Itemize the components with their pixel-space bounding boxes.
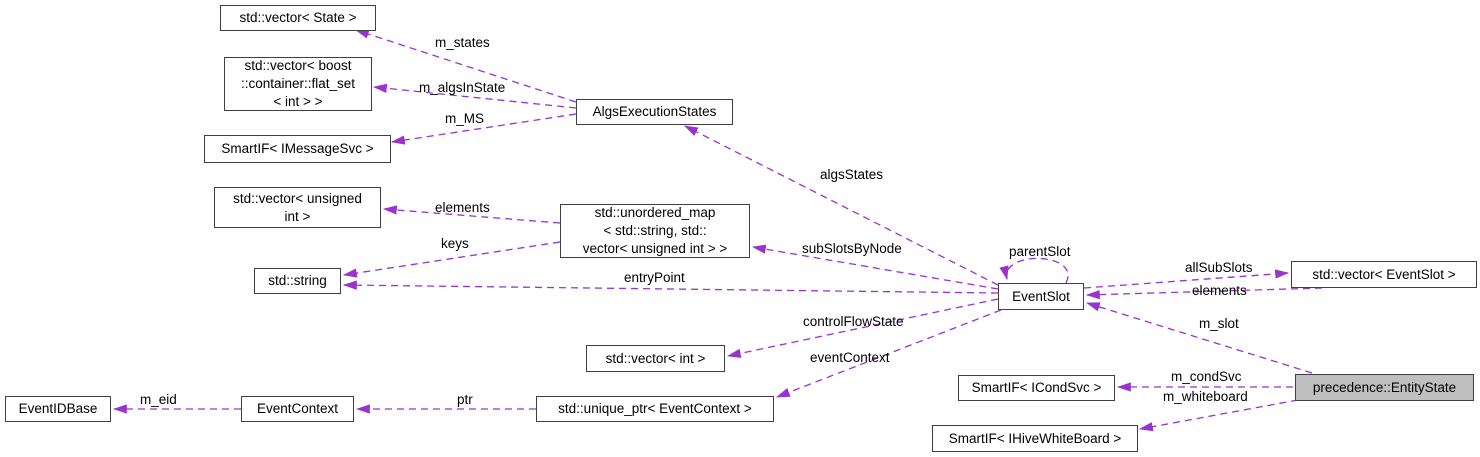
node-label: < int > > xyxy=(273,94,323,109)
node-label: vector< unsigned int > > xyxy=(582,241,728,256)
edge-keys xyxy=(342,241,561,278)
edge-label-ptr: ptr xyxy=(457,392,473,407)
edge-label-parentslot: parentSlot xyxy=(1009,244,1071,259)
edge-m-whiteboard xyxy=(1138,399,1299,432)
node-std-vector-state[interactable]: std::vector< State > xyxy=(220,5,376,31)
node-label: SmartIF< IMessageSvc > xyxy=(221,141,374,156)
edge-label-algsstates: algsStates xyxy=(820,167,884,182)
node-label: std::vector< int > xyxy=(605,350,706,366)
edge-allsubslots xyxy=(1083,269,1290,289)
node-event-id-base[interactable]: EventIDBase xyxy=(5,396,111,422)
edge-label-keys: keys xyxy=(441,236,469,251)
node-label: int > xyxy=(284,208,311,224)
node-label: std::vector< unsigned xyxy=(233,190,362,206)
node-std-string[interactable]: std::string xyxy=(254,268,341,294)
node-std-unique-ptr-event-context[interactable]: std::unique_ptr< EventContext > xyxy=(536,396,774,422)
edge-eventcontext xyxy=(775,309,1002,398)
node-label: EventIDBase xyxy=(18,401,98,416)
node-label: std::vector< boost xyxy=(244,58,352,73)
edge-label-entrypoint: entryPoint xyxy=(624,270,685,285)
edge-m-slot xyxy=(1085,302,1313,374)
edge-m-states xyxy=(354,29,577,103)
node-label: ::container::flat_set xyxy=(240,76,356,91)
edge-elements-right xyxy=(1085,287,1323,300)
edge-label-allsubslots: allSubSlots xyxy=(1185,260,1253,275)
node-precedence-entity-state: precedence::EntityState xyxy=(1295,374,1474,401)
node-std-vector-flat-set[interactable]: std::vector< boost ::container::flat_set… xyxy=(224,57,372,111)
node-label: < std::string, std:: xyxy=(603,223,707,238)
node-label: SmartIF< ICondSvc > xyxy=(971,380,1102,395)
node-label: AlgsExecutionStates xyxy=(592,104,717,119)
node-std-vector-unsigned-int[interactable]: std::vector< unsigned int > xyxy=(214,187,381,228)
node-smartif-ihive-whiteboard[interactable]: SmartIF< IHiveWhiteBoard > xyxy=(932,425,1138,452)
edge-algsstates xyxy=(683,125,999,286)
edge-label-controlflowstate: controlFlowState xyxy=(803,314,904,329)
node-event-slot[interactable]: EventSlot xyxy=(998,283,1084,310)
edge-label-m-whiteboard: m_whiteboard xyxy=(1163,389,1248,404)
node-smartif-icondsvc[interactable]: SmartIF< ICondSvc > xyxy=(958,375,1115,401)
node-std-vector-event-slot[interactable]: std::vector< EventSlot > xyxy=(1291,261,1477,288)
node-smartif-imessagesvc[interactable]: SmartIF< IMessageSvc > xyxy=(204,135,391,163)
edge-label-eventcontext: eventContext xyxy=(810,350,890,365)
edge-label-subslotsbynode: subSlotsByNode xyxy=(802,241,902,256)
edge-elements-left xyxy=(382,205,561,224)
edge-label-m-algsinstate: m_algsInState xyxy=(419,80,506,95)
edge-controlflowstate xyxy=(726,298,999,358)
node-label: std::unordered_map xyxy=(594,205,716,220)
edge-label-elements-left: elements xyxy=(435,200,490,215)
node-label: std::string xyxy=(268,273,327,288)
node-label: precedence::EntityState xyxy=(1312,379,1457,395)
node-label: std::vector< State > xyxy=(239,10,357,25)
edge-label-m-ms: m_MS xyxy=(445,111,485,126)
node-std-unordered-map[interactable]: std::unordered_map < std::string, std:: … xyxy=(560,204,750,258)
edge-label-m-condsvc: m_condSvc xyxy=(1171,369,1242,384)
edge-entrypoint xyxy=(342,280,999,294)
node-label: EventContext xyxy=(256,401,339,416)
edge-m-algsinstate xyxy=(372,83,577,109)
node-event-context[interactable]: EventContext xyxy=(241,396,354,422)
node-label: std::vector< EventSlot > xyxy=(1312,266,1456,282)
edge-label-m-states: m_states xyxy=(435,35,490,50)
node-std-vector-int[interactable]: std::vector< int > xyxy=(586,345,725,372)
edge-label-m-slot: m_slot xyxy=(1199,316,1239,331)
edge-parentslot xyxy=(999,257,1069,284)
edge-label-m-eid: m_eid xyxy=(140,392,177,407)
edge-label-elements-right: elements xyxy=(1192,283,1247,298)
node-algs-execution-states[interactable]: AlgsExecutionStates xyxy=(576,99,733,125)
edge-subslotsbynode xyxy=(751,244,999,290)
node-label: std::unique_ptr< EventContext > xyxy=(558,401,752,416)
node-label: SmartIF< IHiveWhiteBoard > xyxy=(948,430,1122,446)
node-label: EventSlot xyxy=(1012,288,1070,304)
